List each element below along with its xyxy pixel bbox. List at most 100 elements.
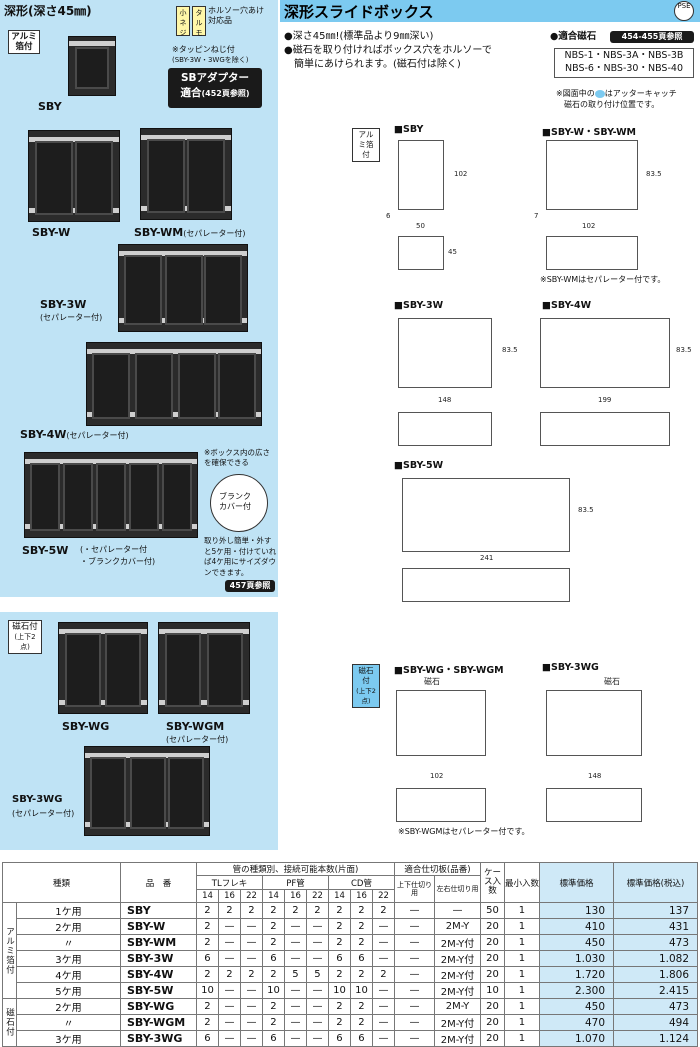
cell-price-tax: 137 <box>613 902 698 920</box>
th-size: 14 <box>327 888 351 904</box>
drawing-title-sby-3wg: ■SBY-3WG <box>542 662 599 673</box>
cell-count: — <box>371 998 395 1016</box>
feature-tag-screw: 小ネジ <box>176 6 190 37</box>
cell-min: 1 <box>503 902 541 920</box>
cell-count: — <box>371 950 395 968</box>
cell-sep-lr: 2M-Y <box>433 998 481 1016</box>
cell-count: 2 <box>327 902 351 920</box>
product-photo-sby-wg <box>58 622 148 714</box>
cell-count: — <box>217 982 241 1000</box>
dim-sby-4w-h: 83.5 <box>676 346 692 354</box>
cell-min: 1 <box>503 1030 541 1047</box>
cell-count: — <box>283 1014 307 1032</box>
cell-count: 2 <box>349 934 373 952</box>
drawing-sby-wg-front <box>396 690 486 756</box>
cell-count: 2 <box>327 1014 351 1032</box>
cell-kind: 3ケ用 <box>16 1030 121 1047</box>
drawing-sby-5w-bottom <box>402 568 570 602</box>
drawing-sby-bottom <box>398 236 444 270</box>
drawing-sby-3wg-bottom <box>546 788 642 822</box>
th-size: 16 <box>217 888 241 904</box>
product-photo-sby-5w <box>24 452 198 538</box>
cell-count: — <box>239 934 263 952</box>
cell-sep-lr: 2M-Y付 <box>433 1030 481 1047</box>
cell-part: SBY-4W <box>119 966 197 984</box>
drawing-sby-4w-bottom <box>540 412 670 446</box>
cell-part: SBY <box>119 902 197 920</box>
cell-count: 2 <box>261 902 285 920</box>
cell-part: SBY-WGM <box>119 1014 197 1032</box>
drawing-magnet-tag: 磁石付(上下2点) <box>352 664 380 708</box>
th-size: 16 <box>349 888 373 904</box>
cell-kind: 1ケ用 <box>16 902 121 920</box>
cell-case: 20 <box>479 934 505 952</box>
cell-sep-lr: 2M-Y付 <box>433 934 481 952</box>
cell-part: SBY-3WG <box>119 1030 197 1047</box>
cell-count: 10 <box>195 982 219 1000</box>
cell-count: — <box>371 1014 395 1032</box>
cell-sep-ud: — <box>393 1030 435 1047</box>
cell-count: — <box>239 1014 263 1032</box>
cell-count: 2 <box>327 998 351 1016</box>
cell-count: — <box>217 998 241 1016</box>
cell-count: — <box>217 950 241 968</box>
feature-tag-holesaw: ホルソー穴あけ対応品 <box>208 6 264 25</box>
note-wgm: ※SBY-WGMはセパレーター付です。 <box>398 827 530 836</box>
adapter-badge: SBアダプター 適合(452頁参照) <box>168 68 262 108</box>
drawing-sby-front <box>398 140 444 210</box>
th-case: ケース入数 <box>479 861 505 904</box>
blank-cover-detail <box>210 474 268 532</box>
drawing-sby-3w-bottom <box>398 412 492 446</box>
drawing-alu-tag: アルミ箔付 <box>352 128 380 162</box>
dim-sby-3w-h: 83.5 <box>502 346 518 354</box>
cell-sep-ud: — <box>393 998 435 1016</box>
cell-count: — <box>305 950 329 968</box>
cell-part: SBY-5W <box>119 982 197 1000</box>
th-size: 14 <box>195 888 219 904</box>
cell-count: 6 <box>327 1030 351 1047</box>
drawing-magnet-label-1: 磁石 <box>424 677 440 686</box>
drawing-title-sby-3w: ■SBY-3W <box>394 300 444 311</box>
cell-count: 6 <box>327 950 351 968</box>
th-size: 22 <box>239 888 263 904</box>
cell-count: 2 <box>349 1014 373 1032</box>
th-size: 22 <box>371 888 395 904</box>
dim-sby-t: 6 <box>386 212 391 220</box>
cell-price-tax: 2.415 <box>613 982 698 1000</box>
cell-price: 450 <box>539 934 614 952</box>
dim-sby-3wg-w: 148 <box>588 772 602 780</box>
magnet-position-icon <box>594 89 605 98</box>
cell-count: — <box>305 918 329 936</box>
drawing-title-sby: ■SBY <box>394 124 424 135</box>
cell-kind: 〃 <box>16 934 121 952</box>
cell-count: 2 <box>195 1014 219 1032</box>
cell-count: 2 <box>261 998 285 1016</box>
cell-count: — <box>239 982 263 1000</box>
dim-sby-w-w: 102 <box>582 222 596 230</box>
th-sep: 適合仕切板(品番) <box>393 861 481 877</box>
label-sby-4w: SBY-4W(セパレーター付) <box>20 428 129 441</box>
cell-case: 20 <box>479 1030 505 1047</box>
product-photo-sby-wgm <box>158 622 250 714</box>
product-photo-sby <box>68 36 116 96</box>
cell-sep-ud: — <box>393 950 435 968</box>
tapping-note: ※タッピンねじ付 <box>172 45 235 54</box>
adapter-line2: 適合(452頁参照) <box>180 87 250 99</box>
cell-count: 2 <box>371 966 395 984</box>
th-min: 最小入数 <box>503 861 541 904</box>
label-sby-3w: SBY-3W <box>40 298 87 311</box>
cell-count: — <box>283 998 307 1016</box>
cell-min: 1 <box>503 918 541 936</box>
cell-kind: 4ケ用 <box>16 966 121 984</box>
price-table: 種類 品 番 管の種類別、接続可能本数(片面) 適合仕切板(品番) ケース入数 … <box>2 861 698 1047</box>
th-price-tax: 標準価格(税込) <box>613 861 698 904</box>
cell-count: 2 <box>327 918 351 936</box>
cell-count: 2 <box>349 918 373 936</box>
cell-count: 6 <box>349 1030 373 1047</box>
label-sby-wgm: SBY-WGM <box>166 720 225 733</box>
drawing-magnet-sub: (上下2点) <box>356 687 376 705</box>
